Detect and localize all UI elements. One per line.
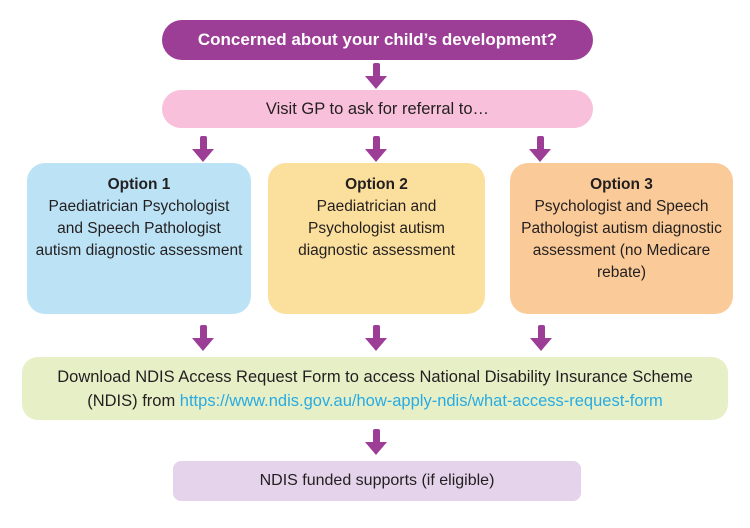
down-arrow-icon: [192, 325, 214, 351]
outcome-label: NDIS funded supports (if eligible): [259, 472, 495, 489]
option-3-title: Option 3: [590, 176, 653, 193]
down-arrow-icon: [192, 136, 214, 162]
down-arrow-head: [530, 338, 552, 351]
title-box-label: Concerned about your child’s development…: [197, 30, 558, 49]
option-1-title: Option 1: [107, 176, 171, 193]
ndis-link[interactable]: https://www.ndis.gov.au/how-apply-ndis/w…: [179, 391, 663, 410]
down-arrow-head: [192, 338, 214, 351]
option-3-box: Option 3 Psychologist and Speech Patholo…: [510, 163, 733, 314]
down-arrow-icon: [365, 429, 387, 455]
option-2-box: Option 2 Paediatrician and Psychologist …: [268, 163, 485, 314]
down-arrow-stem: [372, 325, 380, 338]
gp-referral-label: Visit GP to ask for referral to…: [265, 100, 490, 118]
option-1-box: Option 1 Paediatrician Psychologist and …: [27, 163, 251, 314]
down-arrow-head: [365, 76, 387, 89]
down-arrow-icon: [529, 136, 551, 162]
down-arrow-stem: [372, 429, 380, 442]
down-arrow-icon: [365, 63, 387, 89]
down-arrow-head: [192, 149, 214, 162]
down-arrow-icon: [530, 325, 552, 351]
down-arrow-icon: [365, 325, 387, 351]
gp-referral-box: Visit GP to ask for referral to…: [162, 90, 593, 128]
ndis-download-text: Download NDIS Access Request Form to acc…: [40, 365, 710, 413]
outcome-box: NDIS funded supports (if eligible): [173, 461, 581, 501]
down-arrow-stem: [537, 325, 545, 338]
down-arrow-icon: [365, 136, 387, 162]
down-arrow-head: [365, 338, 387, 351]
title-box: Concerned about your child’s development…: [162, 20, 593, 60]
down-arrow-stem: [536, 136, 544, 149]
option-1-body: Paediatrician Psychologist and Speech Pa…: [35, 198, 243, 259]
down-arrow-stem: [199, 136, 207, 149]
ndis-download-prefix: Download NDIS Access Request Form to acc…: [57, 367, 693, 410]
ndis-download-box: Download NDIS Access Request Form to acc…: [22, 357, 728, 420]
down-arrow-head: [365, 442, 387, 455]
down-arrow-stem: [372, 63, 380, 76]
option-2-body: Paediatrician and Psychologist autism di…: [298, 198, 455, 259]
down-arrow-stem: [199, 325, 207, 338]
down-arrow-head: [365, 149, 387, 162]
option-2-title: Option 2: [345, 176, 408, 193]
down-arrow-head: [529, 149, 551, 162]
option-3-body: Psychologist and Speech Pathologist auti…: [521, 198, 722, 281]
down-arrow-stem: [372, 136, 380, 149]
